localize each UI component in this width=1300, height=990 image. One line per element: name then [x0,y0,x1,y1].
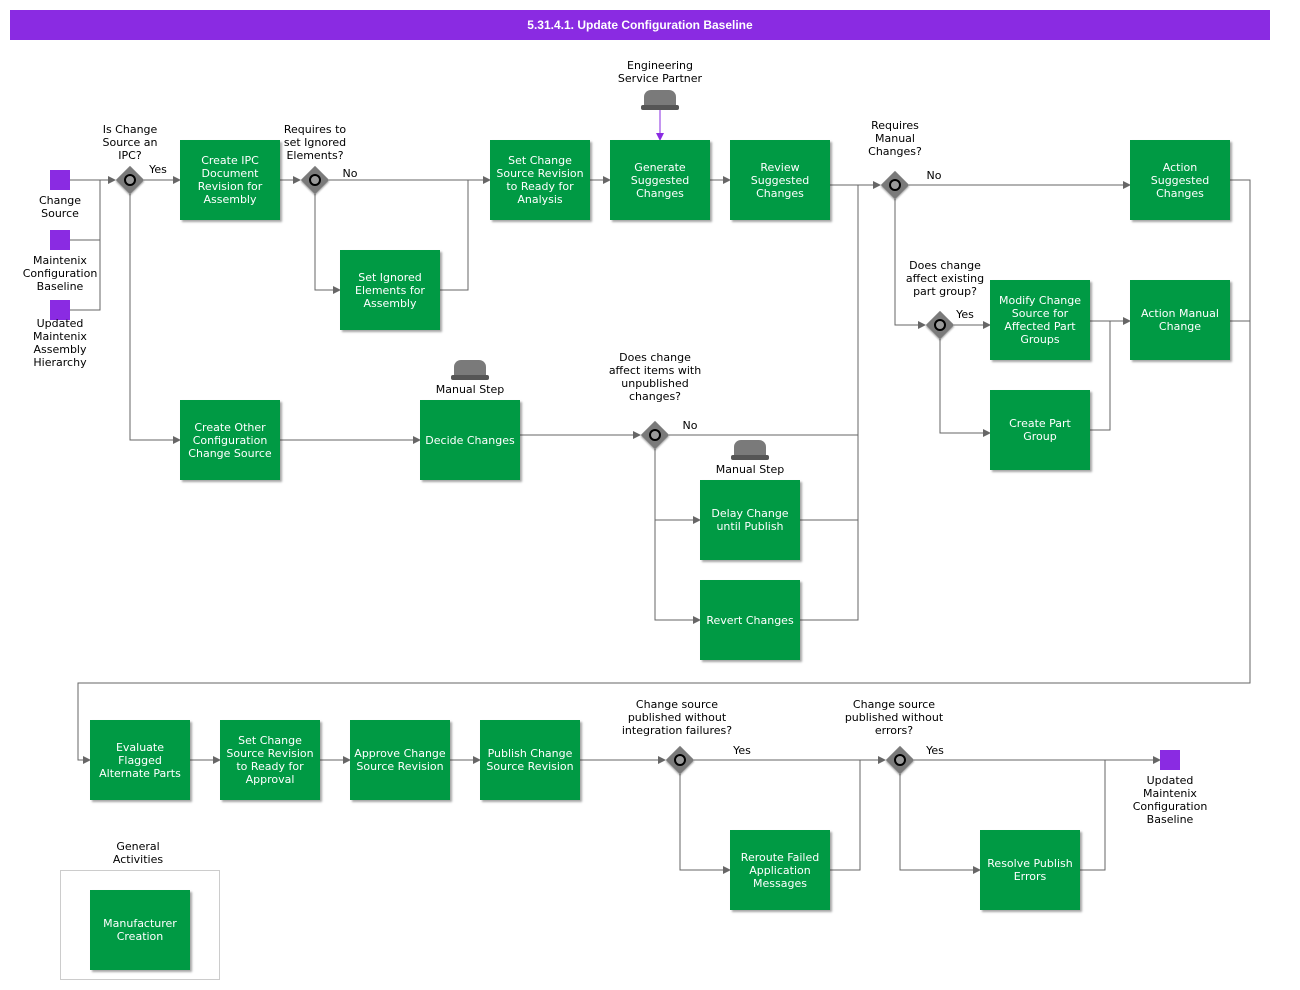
gateway-published-integration-icon [671,751,689,769]
flow-set-ignored-to-ready [440,180,469,291]
gateway-requires-ignored-icon [306,171,324,189]
flow-label-yes-ipc: Yes [149,163,167,176]
group-general-activities [60,870,220,980]
start-event-baseline[interactable] [50,230,70,250]
flow-label-no-unpublished: No [682,419,698,432]
manual-step-icon-decide [451,360,489,380]
flow-reroute-merge [830,760,861,871]
gateway-published-errors-icon [891,751,909,769]
flow-label-no-manual: No [926,169,942,182]
flow-hierarchy-to-ipc-gw [70,240,101,311]
manual-step-icon-delay [731,440,769,460]
task-decide-changes[interactable]: Decide Changes [420,400,520,480]
gateway-requires-manual-icon [886,176,904,194]
task-revert-changes[interactable]: Revert Changes [700,580,800,660]
diagram-title: 5.31.4.1. Update Configuration Baseline [10,10,1270,40]
flow-ipc-no [129,194,181,444]
flow-ignored-yes [314,194,341,294]
flow-delay-merge [800,435,859,521]
start-event-change-source[interactable] [50,170,70,190]
flow-unpublished-revert [654,520,701,624]
flow-resolve-merge [1080,760,1106,871]
manual-step-label-delay: Manual Step [715,463,785,476]
role-engineering-icon [641,90,679,110]
flow-manual-yes [894,199,926,329]
flow-action-suggested-return [77,179,1251,764]
diagram-title-text: 5.31.4.1. Update Configuration Baseline [527,18,753,32]
start-event-hierarchy[interactable] [50,300,70,320]
flow-create-group-to-action-manual [1090,321,1111,431]
gateway-affect-unpublished-icon [646,426,664,444]
flow-partgroup-no [939,339,991,437]
flow-unpublished-delay [654,449,701,524]
flow-label-yes-part-group: Yes [956,308,974,321]
flow-revert-merge [800,520,859,621]
flow-integration-no [679,774,731,874]
flow-label-yes-errors: Yes [926,744,944,757]
manual-step-label-decide: Manual Step [435,383,505,396]
end-event-baseline[interactable] [1160,750,1180,770]
gateway-is-ipc-icon [121,171,139,189]
flow-errors-no [899,774,981,874]
flow-label-no-ignored: No [342,167,358,180]
gateway-affect-part-group-icon [931,316,949,334]
flow-label-yes-integration: Yes [733,744,751,757]
